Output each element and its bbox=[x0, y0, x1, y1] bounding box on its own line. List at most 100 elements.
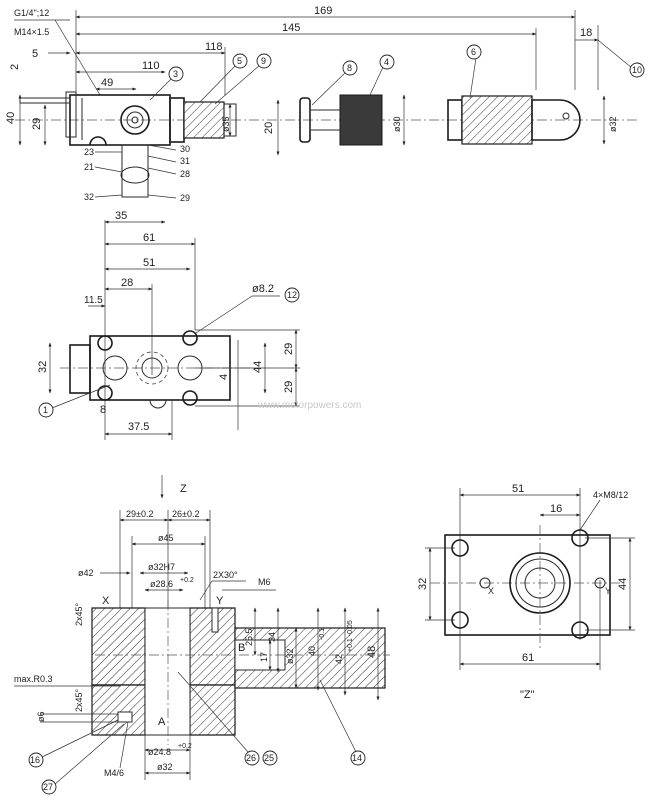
dia-30: ø30 bbox=[392, 116, 402, 132]
callout-12-label: 12 bbox=[287, 290, 297, 300]
z-arrow-label: Z bbox=[180, 483, 187, 495]
sec-dim-40: 40 bbox=[307, 646, 317, 656]
lower-port-ellipse bbox=[120, 166, 150, 184]
plan-dim-51: 51 bbox=[143, 257, 155, 269]
sec-dia-28-6: ø28.6 bbox=[150, 579, 173, 589]
section-block-br bbox=[189, 684, 236, 736]
port-circle-core bbox=[131, 116, 139, 124]
sec-tol-42: +0.1 -0.05 bbox=[347, 620, 354, 652]
callout-12 bbox=[284, 287, 300, 303]
callout-1-label: 1 bbox=[43, 405, 48, 415]
handle-lever bbox=[531, 99, 581, 141]
callout-16 bbox=[28, 752, 44, 768]
plan-dim-61: 61 bbox=[143, 232, 155, 244]
sec-dia-32-r: ø32 bbox=[285, 648, 295, 664]
z-label-y: Y bbox=[605, 586, 611, 596]
sec-dia-32h7: ø32H7 bbox=[148, 562, 175, 572]
callout-5 bbox=[232, 53, 248, 69]
sec-label-a: A bbox=[158, 716, 166, 728]
z-port-x bbox=[479, 577, 491, 589]
dia-35: ø35 bbox=[221, 116, 231, 132]
z-dim-44: 44 bbox=[617, 578, 629, 590]
end-plate bbox=[65, 91, 77, 138]
sec-tol-24-8: +0.2 bbox=[178, 743, 192, 750]
port-circle-inner bbox=[126, 111, 144, 129]
port-circle bbox=[120, 105, 150, 135]
top-view: 169 145 118 110 49 5 G1/4";12 M14×1.5 18… bbox=[5, 5, 645, 203]
callout-3-label: 3 bbox=[173, 69, 178, 79]
leader-6 bbox=[469, 57, 477, 99]
plan-end-cap bbox=[69, 344, 91, 394]
leader-16 bbox=[39, 719, 119, 759]
leader-m4 bbox=[119, 721, 129, 769]
callout-9-label: 9 bbox=[261, 56, 266, 66]
plan-dim-32: 32 bbox=[37, 361, 49, 373]
callout-16-label: 16 bbox=[30, 755, 40, 765]
bolt-hole-br bbox=[182, 390, 198, 406]
sec-thread-m4: M4/6 bbox=[104, 768, 124, 778]
dim-2: 2 bbox=[9, 64, 21, 70]
port-p-inner bbox=[141, 357, 163, 379]
bolt-hole-bl bbox=[97, 385, 113, 401]
callout-10 bbox=[629, 62, 645, 78]
plan-dim-4: 4 bbox=[218, 374, 230, 380]
z-main-port-mid bbox=[515, 558, 565, 608]
leader-1 bbox=[51, 384, 111, 409]
m6-hole bbox=[211, 607, 219, 633]
leader-30 bbox=[147, 144, 177, 151]
ref-30: 30 bbox=[180, 144, 190, 154]
leader-5 bbox=[199, 64, 237, 103]
ref-29: 29 bbox=[180, 193, 190, 203]
dim-118: 118 bbox=[205, 41, 223, 53]
leader-9 bbox=[214, 64, 261, 105]
leader-32 bbox=[94, 194, 123, 198]
callout-1 bbox=[38, 402, 54, 418]
knob-grip bbox=[339, 94, 383, 146]
z-view: 51 16 4×M8/12 X Y 32 44 61 "Z" bbox=[417, 483, 635, 701]
dim-110: 110 bbox=[142, 60, 160, 72]
callout-4 bbox=[379, 54, 395, 70]
callout-14-label: 14 bbox=[352, 753, 362, 763]
sec-dia-24-8: ø24.8 bbox=[148, 747, 171, 757]
cartridge-section bbox=[183, 101, 225, 139]
z-main-port-outer bbox=[509, 552, 571, 614]
sec-dim-34: 34 bbox=[267, 632, 277, 642]
sec-label-x: X bbox=[102, 595, 110, 607]
leader-4 bbox=[369, 66, 384, 96]
bore bbox=[144, 607, 191, 736]
leader-21 bbox=[94, 166, 123, 173]
ref-31: 31 bbox=[180, 156, 190, 166]
z-dim-61: 61 bbox=[522, 652, 534, 664]
plan-bottom-notch bbox=[149, 399, 167, 409]
plan-view: 35 61 51 28 11.5 29 29 44 bbox=[37, 210, 361, 440]
bolt-hole-tr bbox=[182, 330, 198, 346]
callout-9 bbox=[256, 53, 272, 69]
leader-31 bbox=[147, 155, 177, 163]
sec-dia-32-b: ø32 bbox=[157, 762, 173, 772]
sec-dia-42: ø42 bbox=[78, 568, 94, 578]
dim-145: 145 bbox=[282, 22, 300, 34]
bolt-hole-tl bbox=[97, 335, 113, 351]
plan-dim-37-5: 37.5 bbox=[128, 421, 149, 433]
sec-thread-m6: M6 bbox=[258, 577, 271, 587]
z-caption: "Z" bbox=[520, 689, 535, 701]
plan-dim-44: 44 bbox=[252, 361, 264, 373]
leader-26 bbox=[177, 671, 249, 753]
plan-dim-11-5: 11.5 bbox=[84, 295, 103, 306]
plan-dim-29b: 29 bbox=[283, 381, 295, 393]
sec-dim-42: 42 bbox=[334, 654, 344, 664]
sec-dim-48: 48 bbox=[366, 646, 378, 658]
callout-27 bbox=[41, 779, 57, 795]
sec-dim-25-5: 25.5 bbox=[244, 628, 254, 646]
section-view: Z 29±0.2 26±0.2 ø45 ø42 ø32H7 ø28.6 +0.2… bbox=[14, 475, 390, 795]
plan-dim-28: 28 bbox=[121, 277, 133, 289]
sec-max-r: max.R0.3 bbox=[14, 674, 53, 684]
sec-tol-28-6: +0.2 bbox=[180, 577, 194, 584]
callout-27-label: 27 bbox=[43, 782, 53, 792]
leader-8 bbox=[311, 71, 347, 106]
dim-29: 29 bbox=[31, 118, 43, 130]
sec-label-b: B bbox=[238, 642, 245, 654]
plan-dim-8: 8 bbox=[100, 404, 106, 416]
